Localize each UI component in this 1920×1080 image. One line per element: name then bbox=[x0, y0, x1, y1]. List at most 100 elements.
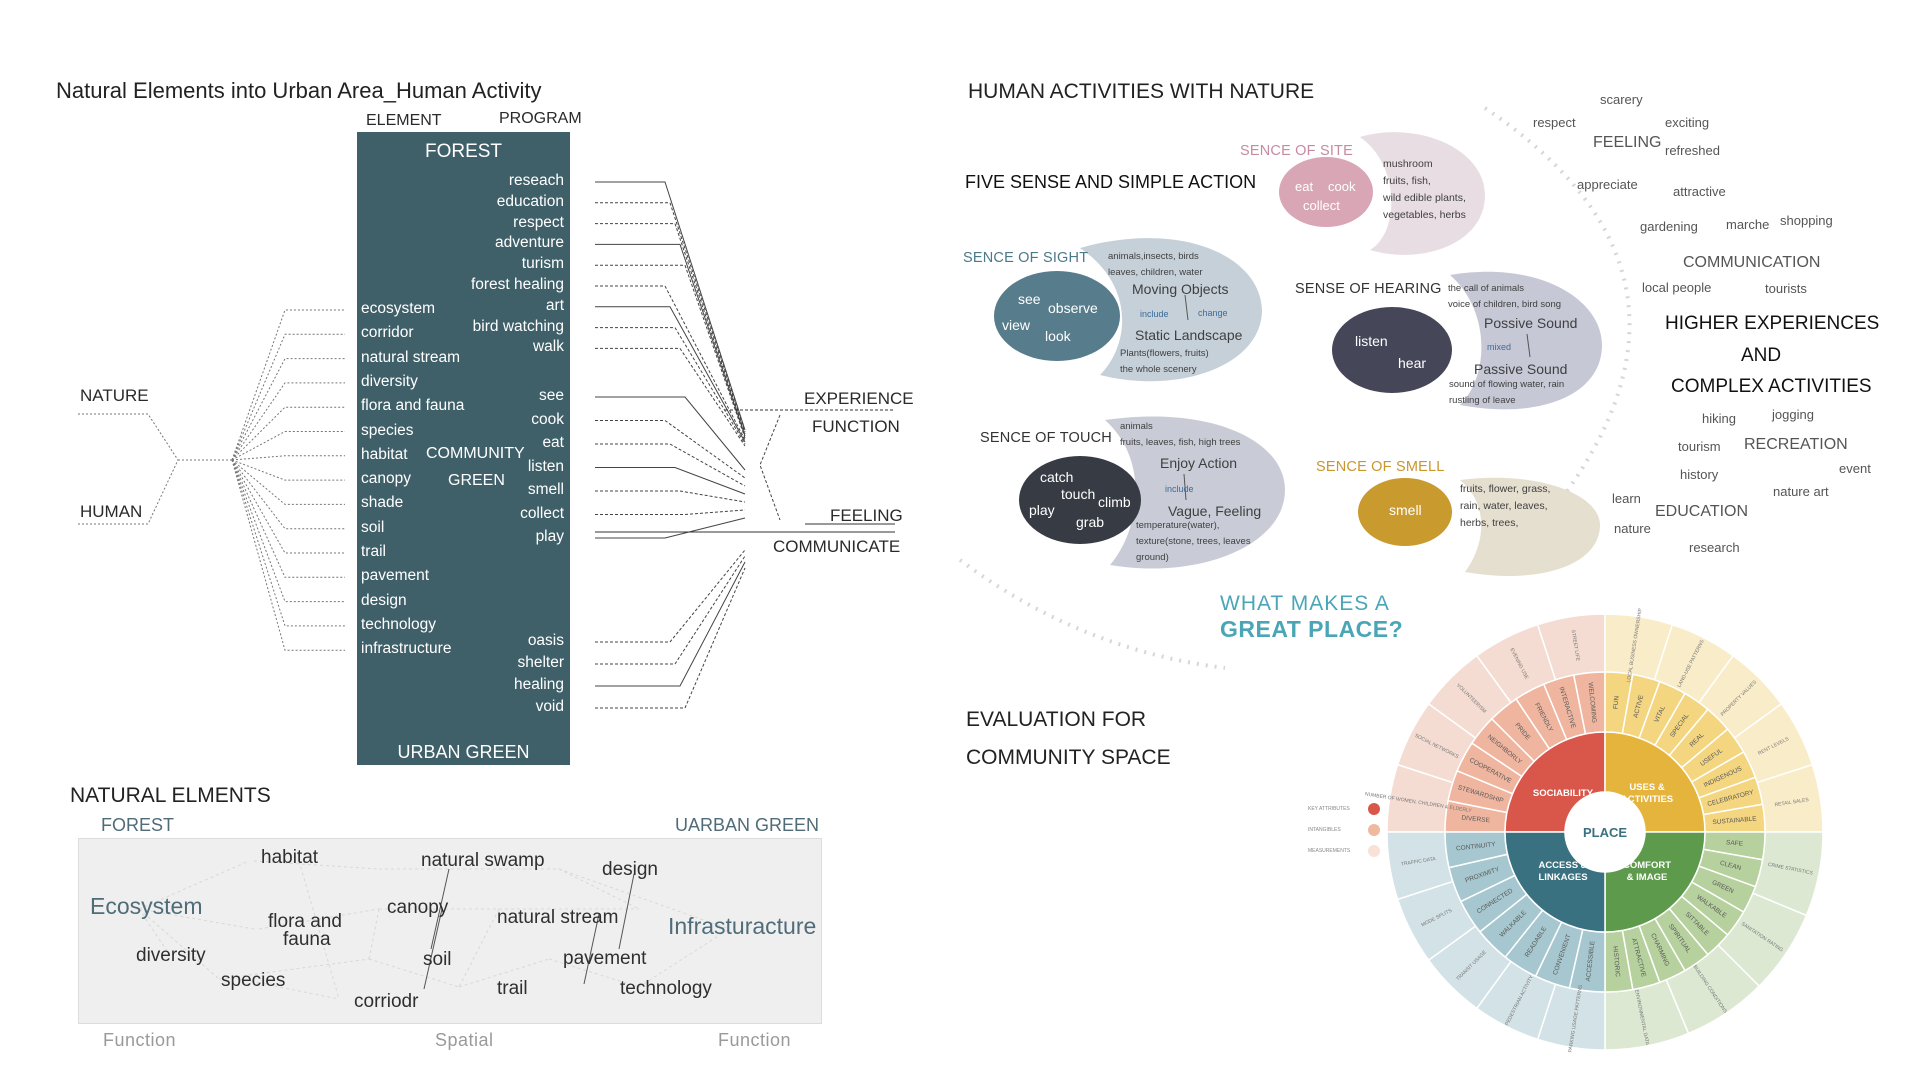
outer-ring-label: STREET LIFE bbox=[1570, 629, 1581, 662]
natural-elements-panel: Ecosystem habitat natural swamp design c… bbox=[78, 838, 822, 1024]
element-column-header: ELEMENT bbox=[366, 112, 442, 129]
mid-ring-label: SUSTAINABLE bbox=[1712, 815, 1757, 826]
mid-ring-label: HISTORIC bbox=[1611, 946, 1621, 978]
forest-panel: FOREST URBAN GREEN COMMUNITY GREEN ecosy… bbox=[357, 132, 570, 765]
quadrant-label: USES & bbox=[1629, 782, 1665, 793]
program-connector bbox=[595, 549, 746, 643]
kw-gardening: gardening bbox=[1640, 219, 1698, 234]
kw-history: history bbox=[1680, 467, 1719, 482]
program-connector bbox=[595, 396, 746, 471]
function-label: FUNCTION bbox=[812, 417, 900, 436]
word-flora-line2: fauna bbox=[283, 929, 331, 950]
kw-feeling: FEELING bbox=[1593, 134, 1662, 151]
footer-function-right: Function bbox=[718, 1030, 792, 1050]
quadrant-label: SOCIABILITY bbox=[1533, 788, 1594, 799]
sight-observe: observe bbox=[1048, 300, 1098, 316]
legend-item: KEY ATTRIBUTES bbox=[1308, 803, 1380, 815]
program-item: reseach bbox=[508, 172, 564, 189]
sight-moving-objects: Moving Objects bbox=[1132, 281, 1229, 297]
program-connector bbox=[595, 490, 746, 503]
element-branch bbox=[231, 333, 345, 461]
program-item: listen bbox=[527, 457, 564, 475]
program-connector bbox=[595, 509, 746, 515]
program-item: play bbox=[535, 528, 564, 545]
element-branch bbox=[231, 459, 345, 505]
program-connector bbox=[595, 243, 746, 437]
element-branch bbox=[231, 309, 345, 461]
footer-spatial: Spatial bbox=[435, 1030, 494, 1050]
word-pavement: pavement bbox=[563, 948, 647, 969]
kw-shopping: shopping bbox=[1780, 213, 1833, 228]
program-item: collect bbox=[520, 504, 564, 522]
kw-complex-activities: COMPLEX ACTIVITIES bbox=[1671, 376, 1872, 397]
communicate-label: COMMUNICATE bbox=[773, 537, 901, 556]
sense-of-smell-title: SENCE OF SMELL bbox=[1316, 459, 1445, 475]
quadrant-label: & IMAGE bbox=[1627, 872, 1668, 883]
word-natural-stream: natural stream bbox=[497, 907, 619, 928]
legend-dot bbox=[1368, 803, 1380, 815]
sight-bottom-info: Plants(flowers, fruits)the whole scenery bbox=[1120, 348, 1209, 375]
experience-label: EXPERIENCE bbox=[804, 389, 914, 408]
quadrant-2 bbox=[1604, 831, 1706, 933]
five-sense-title: FIVE SENSE AND SIMPLE ACTION bbox=[965, 172, 1257, 192]
great-place-question-line2: GREAT PLACE? bbox=[1220, 616, 1404, 642]
human-branch bbox=[78, 459, 179, 525]
element-item: habitat bbox=[361, 445, 408, 463]
feeling-link bbox=[759, 414, 781, 521]
legend-label: INTANGIBLES bbox=[1308, 827, 1341, 834]
urban-green-label: URBAN GREEN bbox=[397, 742, 530, 762]
legend-dot bbox=[1368, 824, 1380, 836]
place-center-label: PLACE bbox=[1583, 825, 1627, 840]
smell-info: fruits, flower, grass,rain, water, leave… bbox=[1460, 483, 1551, 529]
touch-include: include bbox=[1165, 484, 1194, 494]
touch-vague-feeling: Vague, Feeling bbox=[1168, 503, 1262, 519]
program-connector bbox=[595, 443, 746, 487]
program-connector bbox=[595, 181, 746, 431]
kw-exciting: exciting bbox=[1665, 115, 1710, 130]
kw-education: EDUCATION bbox=[1655, 503, 1749, 520]
element-item: pavement bbox=[361, 567, 430, 585]
kw-event: event bbox=[1839, 461, 1871, 476]
word-natural-swamp: natural swamp bbox=[421, 850, 545, 871]
site-cook: cook bbox=[1328, 179, 1356, 194]
touch-touch: touch bbox=[1061, 486, 1096, 502]
place-center bbox=[1567, 794, 1643, 870]
forest-label: FOREST bbox=[424, 141, 503, 162]
program-item: see bbox=[539, 387, 564, 404]
kw-learn: learn bbox=[1612, 491, 1641, 506]
program-connector bbox=[595, 517, 746, 539]
program-connector bbox=[595, 567, 746, 709]
kw-higher-experiences: HIGHER EXPERIENCES bbox=[1665, 313, 1880, 334]
human-label: HUMAN bbox=[80, 502, 143, 521]
kw-appreciate: appreciate bbox=[1577, 177, 1638, 192]
outer-ring-label: TRAFFIC DATA bbox=[1401, 856, 1437, 868]
green-label: GREEN bbox=[448, 472, 505, 489]
program-connector bbox=[595, 202, 746, 433]
mid-ring-label: DIVERSE bbox=[1461, 815, 1491, 825]
sight-change: change bbox=[1198, 308, 1228, 318]
hearing-listen: listen bbox=[1355, 333, 1388, 349]
element-item: infrastructure bbox=[361, 640, 452, 658]
kw-nature: nature bbox=[1614, 521, 1651, 536]
element-item: natural stream bbox=[361, 348, 461, 366]
word-soil: soil bbox=[423, 949, 452, 970]
word-species: species bbox=[221, 970, 286, 991]
word-ecosystem: Ecosystem bbox=[90, 893, 203, 919]
quadrant-label: ACTIVITIES bbox=[1621, 794, 1673, 805]
program-item: forest healing bbox=[470, 276, 564, 293]
program-item: education bbox=[496, 192, 564, 210]
evaluation-title-line2: COMMUNITY SPACE bbox=[966, 746, 1171, 769]
sense-of-touch-title: SENCE OF TOUCH bbox=[980, 430, 1112, 446]
community-label: COMMUNITY bbox=[426, 445, 525, 462]
great-place-question-line1: WHAT MAKES A bbox=[1220, 592, 1390, 615]
sense-of-sight-title: SENCE OF SIGHT bbox=[963, 250, 1089, 266]
word-habitat: habitat bbox=[261, 847, 319, 868]
legend-item: MEASUREMENTS bbox=[1308, 845, 1380, 857]
element-branch bbox=[231, 459, 345, 651]
sense-of-site-title: SENCE OF SITE bbox=[1240, 143, 1353, 159]
mid-ring-label: WELCOMING bbox=[1587, 682, 1598, 723]
kw-refreshed: refreshed bbox=[1665, 143, 1720, 158]
